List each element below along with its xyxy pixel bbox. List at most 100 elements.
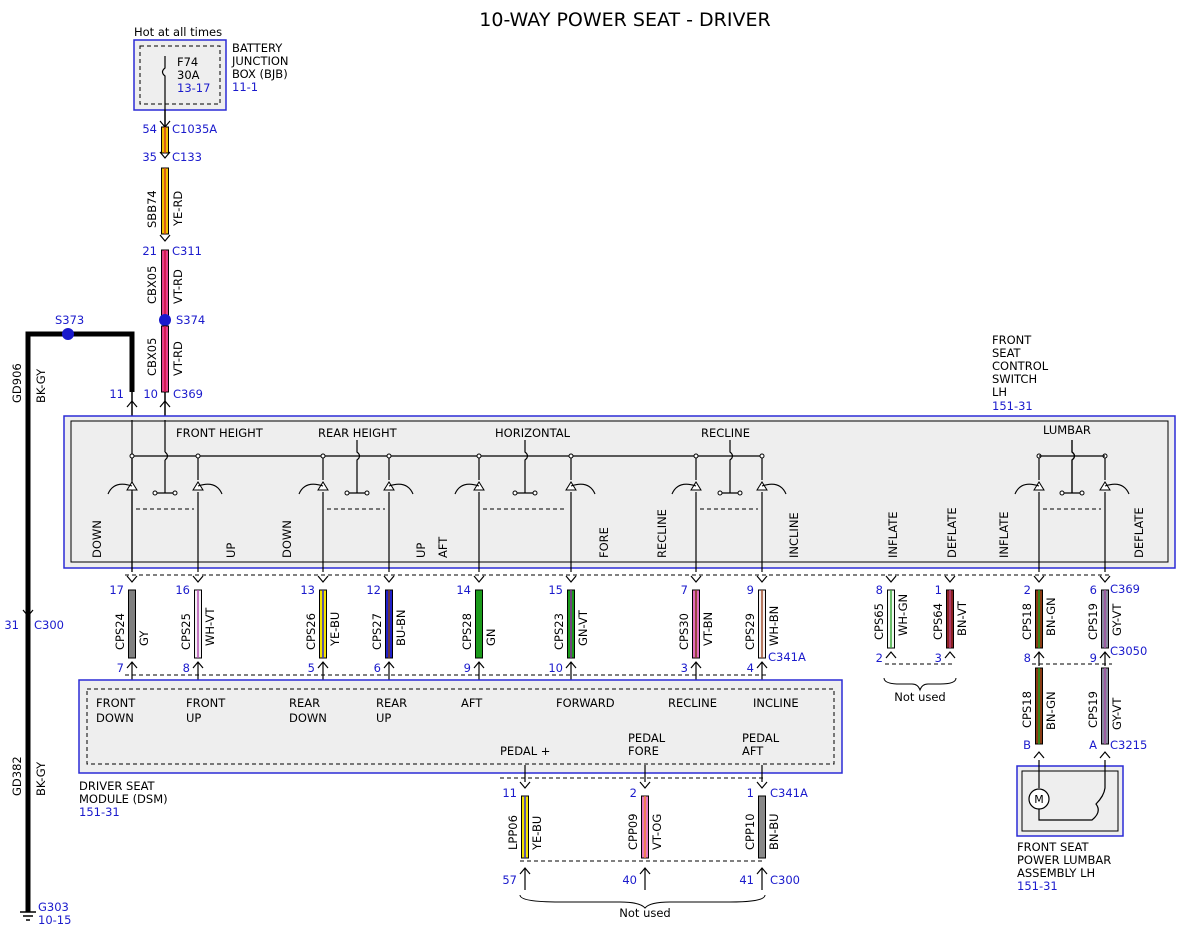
c311-pin: 21 [142, 244, 157, 258]
wire-top-pin: 8 [876, 583, 883, 597]
s374-label: S374 [176, 313, 205, 327]
not-used-brace-1 [883, 677, 957, 692]
bjb-label-1: BATTERY [232, 41, 283, 55]
connector-arrow [690, 575, 702, 583]
dsm-input-l1: INCLINE [753, 696, 799, 710]
c341a-low-label: C341A [770, 786, 808, 800]
wire-color: WH-BN [767, 606, 781, 646]
wire-circuit: CPS19 [1086, 603, 1100, 640]
lumbar-color: GY-VT [1110, 697, 1124, 730]
connector-arrow [192, 575, 204, 583]
pedal-circuit: LPP06 [506, 815, 520, 850]
bjb-label-3: BOX (BJB) [232, 67, 288, 81]
c369-pin-10: 10 [143, 387, 158, 401]
switch-node [737, 490, 743, 496]
wire-cps24 [128, 589, 136, 659]
switch-node [512, 490, 518, 496]
bus-crossover [164, 451, 169, 461]
dsm-input-l1: FRONT [186, 696, 226, 710]
switch-lever-icon [1104, 483, 1130, 495]
dsm-label-1: DRIVER SEAT [79, 779, 156, 793]
switch-node [364, 490, 370, 496]
label-up-1: UP [224, 543, 238, 558]
dsm-inner [86, 688, 835, 765]
dsm-input-l1: REAR [289, 696, 320, 710]
group-horizontal: HORIZONTAL [495, 426, 571, 440]
gd382-color: BK-GY [34, 761, 48, 796]
label-down-2: DOWN [280, 520, 294, 558]
switch-node [320, 453, 326, 459]
lumbar-label-3: ASSEMBLY LH [1017, 866, 1095, 880]
connector-arrow [317, 575, 329, 583]
connector-arrow [159, 151, 171, 159]
pedal-color: BN-BU [767, 813, 781, 850]
connector-arrow [519, 781, 531, 789]
c300-pin: 31 [4, 618, 19, 632]
wire-color: WH-GN [896, 594, 910, 636]
connector-arrow [1099, 575, 1111, 583]
switch-lever-icon [107, 483, 133, 495]
motor-symbol: M [1034, 793, 1044, 806]
pedal-aft-l1: PEDAL [742, 731, 780, 745]
label-inflate-1: INFLATE [886, 511, 900, 558]
pedal-fore-l1: PEDAL [628, 731, 666, 745]
fuse-name: F74 [177, 55, 198, 69]
connector-arrow [1099, 751, 1111, 759]
not-used-brace-2 [519, 894, 766, 909]
switch-node [152, 490, 158, 496]
cbx05-a-color: VT-RD [171, 269, 185, 304]
connector-arrow [944, 575, 956, 583]
switch-node [759, 453, 765, 459]
pedal-color: YE-BU [530, 816, 544, 851]
dsm-input-l1: FORWARD [556, 696, 615, 710]
label-incline: INCLINE [787, 512, 801, 558]
wire-circuit: CPS30 [677, 613, 691, 650]
wire-color: GY-VT [1110, 603, 1124, 636]
wire-top-pin: 13 [300, 583, 315, 597]
wire-bottom-pin: 6 [374, 661, 381, 675]
dsm-box [78, 679, 843, 774]
connector-arrow [383, 575, 395, 583]
lumbar-circuit: CPS18 [1020, 691, 1034, 728]
label-fore: FORE [597, 527, 611, 558]
connector-arrow [1033, 751, 1045, 759]
c369-label: C369 [1110, 582, 1140, 596]
wire-circuit: CPS64 [931, 603, 945, 640]
pedal-color: VT-OG [650, 814, 664, 850]
label-recline: RECLINE [655, 509, 669, 558]
label-up-2: UP [414, 543, 428, 558]
g303-ref: 10-15 [38, 913, 71, 927]
switch-label-3: CONTROL [992, 359, 1049, 373]
pedal-aft-l2: AFT [742, 744, 764, 758]
wire-color: VT-BN [701, 612, 715, 646]
dsm-input-l1: REAR [376, 696, 407, 710]
pedal-top-pin: 2 [630, 786, 637, 800]
wire-circuit: CPS26 [304, 613, 318, 650]
not-used-2: Not used [619, 906, 670, 920]
c1035a-label: C1035A [172, 122, 217, 136]
switch-lever-icon [761, 483, 787, 495]
gd906-color: BK-GY [34, 368, 48, 403]
gd382-circuit: GD382 [10, 756, 24, 796]
switch-inner [70, 420, 1169, 563]
fuse-ref: 13-17 [177, 81, 210, 95]
lumbar-circuit: CPS19 [1086, 691, 1100, 728]
connector-arrow [639, 781, 651, 789]
wire-color: GN [484, 628, 498, 646]
splice-s373 [62, 328, 74, 340]
wire-bottom-pin: 5 [308, 661, 315, 675]
s373-label: S373 [55, 313, 84, 327]
wire-color: BU-BN [394, 609, 408, 646]
lumbar-pin: A [1089, 738, 1097, 752]
wire-color: BN-GN [1044, 597, 1058, 636]
connector-arrow [885, 651, 897, 659]
switch-label-4: SWITCH [992, 372, 1037, 386]
hot-label: Hot at all times [134, 25, 222, 39]
pin-11: 11 [109, 387, 124, 401]
switch-node [476, 453, 482, 459]
switch-lever-icon [671, 483, 697, 495]
